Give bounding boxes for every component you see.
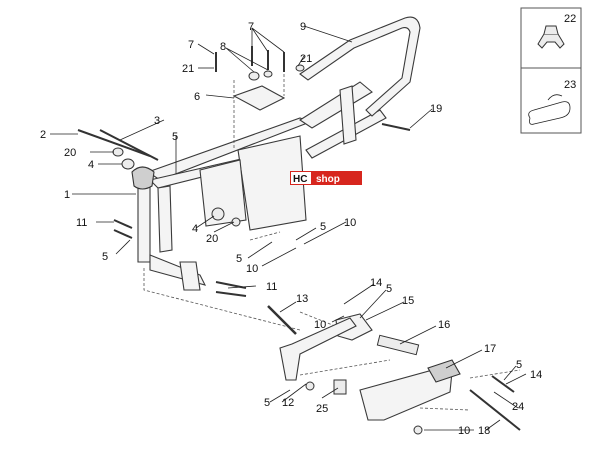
bolts-11-left (113, 219, 133, 239)
callout-5-right: 5 (320, 221, 326, 233)
callout-10-right: 10 (344, 217, 356, 229)
callout-18: 18 (478, 425, 490, 437)
callout-1: 1 (64, 189, 70, 201)
callout-5-frame: 5 (172, 131, 178, 143)
stand-pivot-17 (427, 359, 461, 383)
bushing-25 (333, 379, 347, 395)
bolt-3 (99, 129, 159, 161)
bracket-plate (232, 85, 286, 111)
callout-20-center: 20 (206, 233, 218, 245)
callout-21-left: 21 (182, 63, 194, 75)
callout-22: 22 (564, 13, 576, 25)
callout-5-stand-right: 5 (516, 359, 522, 371)
hc-shop-watermark: HC shop (290, 171, 362, 185)
callout-5-stand: 5 (386, 283, 392, 295)
callout-13: 13 (296, 293, 308, 305)
callout-11-left: 11 (76, 217, 87, 229)
callout-21-right: 21 (300, 53, 312, 65)
leader-lines (50, 25, 527, 431)
bolt-14 (491, 375, 515, 393)
callout-12: 12 (282, 397, 294, 409)
callout-10-stand: 10 (314, 319, 326, 331)
callout-4-center: 4 (192, 223, 198, 235)
side-stand (279, 317, 357, 381)
inset-part-23 (520, 67, 582, 134)
callout-19: 19 (430, 103, 442, 115)
callout-11-lower: 11 (266, 281, 277, 293)
callout-7-center: 7 (248, 21, 254, 33)
callout-10-center: 10 (246, 263, 258, 275)
callout-17: 17 (484, 343, 496, 355)
rubber-mount-4b (211, 207, 225, 221)
callout-15: 15 (402, 295, 414, 307)
callout-3: 3 (154, 115, 160, 127)
callout-24: 24 (512, 401, 524, 413)
callout-6: 6 (194, 91, 200, 103)
callout-5-bottom: 5 (264, 397, 270, 409)
callout-5-center: 5 (236, 253, 242, 265)
nut-20b (231, 217, 241, 227)
top-bolts-7-8-21 (215, 46, 305, 81)
nut-10-bottom (413, 425, 423, 435)
grab-rail (299, 16, 421, 117)
main-frame (131, 81, 387, 291)
callout-7-left: 7 (188, 39, 194, 51)
watermark-hc: HC (293, 174, 307, 185)
rubber-mount-4a (121, 158, 135, 170)
callout-5-left: 5 (102, 251, 108, 263)
callout-14-right: 14 (530, 369, 542, 381)
bolts-11-lower (215, 281, 247, 297)
bolt-2 (77, 129, 151, 157)
callout-10-bottom: 10 (458, 425, 470, 437)
callout-23: 23 (564, 79, 576, 91)
bolt-19 (381, 123, 411, 131)
bolt-18 (469, 389, 521, 431)
inset-part-22 (520, 7, 582, 69)
callout-14-top: 14 (370, 277, 382, 289)
callout-20-left: 20 (64, 147, 76, 159)
callout-9: 9 (300, 21, 306, 33)
callout-2: 2 (40, 129, 46, 141)
spring-16 (376, 334, 420, 356)
callout-8: 8 (220, 41, 226, 53)
pivot-rod-13 (267, 305, 297, 335)
callout-16: 16 (438, 319, 450, 331)
callout-25: 25 (316, 403, 328, 415)
callout-4-left: 4 (88, 159, 94, 171)
watermark-shop: shop (316, 174, 340, 185)
washer-12 (305, 381, 315, 391)
nut-20a (112, 147, 124, 157)
